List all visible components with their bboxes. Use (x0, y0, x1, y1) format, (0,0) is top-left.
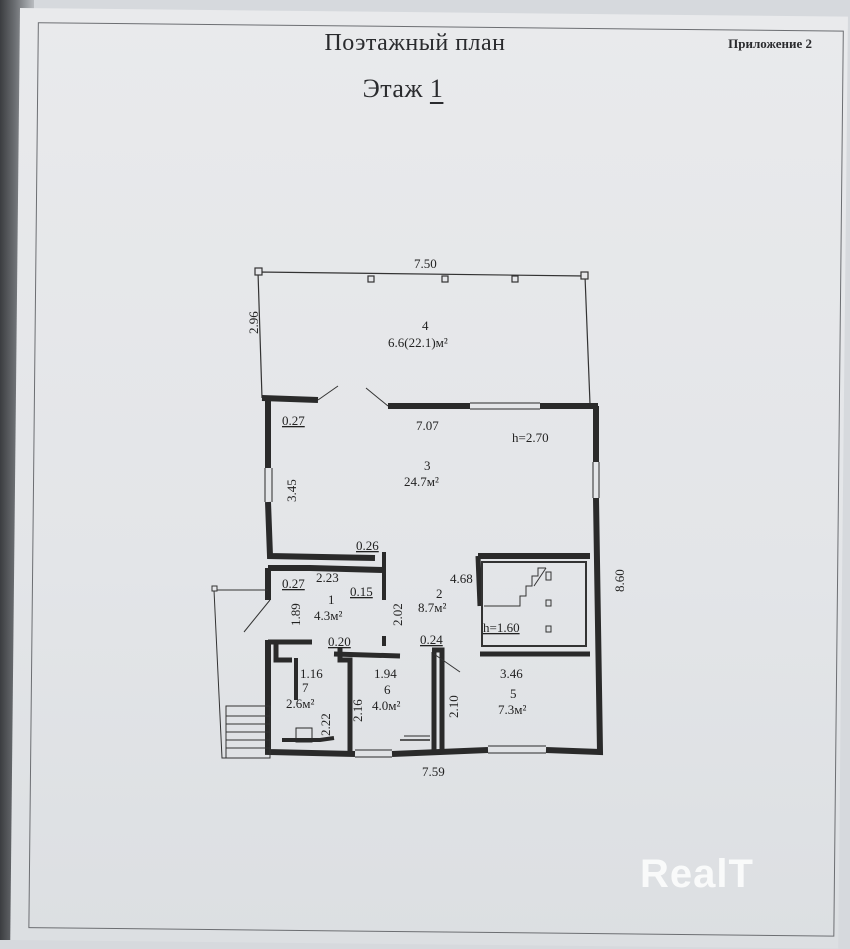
floor-title: Этаж 1 (0, 74, 828, 104)
annex-label: Приложение 2 (728, 36, 812, 51)
floor-label: Этаж (362, 74, 423, 103)
room-4-number: 4 (422, 318, 429, 333)
room-4-area: 6.6(22.1)м² (388, 335, 448, 350)
room-6-number: 6 (384, 682, 391, 697)
dim-room5-depth: 2.10 (446, 695, 461, 718)
room-3-number: 3 (424, 458, 431, 473)
dim-wall-026: 0.26 (356, 538, 379, 553)
room-1-number: 1 (328, 592, 335, 607)
dim-bottom-width: 7.59 (422, 764, 445, 779)
stair-block (211, 561, 587, 759)
labels: 7.50 2.96 4 6.6(22.1)м² 0.27 7.07 h=2.70… (246, 256, 627, 779)
room-2-area: 8.7м² (418, 600, 446, 615)
dim-room5-width: 3.46 (500, 666, 523, 681)
dim-room6-depth: 2.16 (350, 699, 365, 722)
doors (243, 385, 461, 673)
dim-hall-width: 7.07 (416, 418, 439, 433)
watermark-logo: RealT (640, 852, 754, 896)
dim-room2-width: 4.68 (450, 571, 473, 586)
dim-terrace-depth: 2.96 (246, 311, 261, 334)
dim-room1-depth: 1.89 (288, 603, 303, 626)
room-7-number: 7 (302, 680, 309, 695)
room-2-number: 2 (436, 586, 443, 601)
dim-top-width: 7.50 (414, 256, 437, 271)
room-6-area: 4.0м² (372, 698, 400, 713)
outer-walls (261, 395, 604, 758)
dim-room7-depth: 2.22 (318, 713, 333, 736)
dim-room6-width: 1.94 (374, 666, 397, 681)
dim-wall-027-top: 0.27 (282, 413, 305, 428)
dim-wall-020: 0.20 (328, 634, 351, 649)
dim-stair-height: h=1.60 (483, 620, 520, 635)
plan-title: Поэтажный план (324, 30, 506, 56)
dim-ceiling-height: h=2.70 (512, 430, 549, 445)
dim-room2-depth: 2.02 (390, 603, 405, 626)
dim-right-depth: 8.60 (612, 569, 627, 592)
dim-wall-015: 0.15 (350, 584, 373, 599)
inner-walls (268, 552, 590, 752)
dim-room7-width: 1.16 (300, 666, 323, 681)
floor-number: 1 (429, 74, 444, 103)
dim-wall-024: 0.24 (420, 632, 443, 647)
room-1-area: 4.3м² (314, 608, 342, 623)
dim-hall-depth: 3.45 (284, 479, 299, 502)
room-5-area: 7.3м² (498, 702, 526, 717)
dim-wall-027-left: 0.27 (282, 576, 305, 591)
room-7-area: 2.6м² (286, 696, 314, 711)
room-3-area: 24.7м² (404, 474, 439, 489)
room-5-number: 5 (510, 686, 517, 701)
dim-room1-width: 2.23 (316, 570, 339, 585)
terrace-outline (254, 267, 591, 405)
